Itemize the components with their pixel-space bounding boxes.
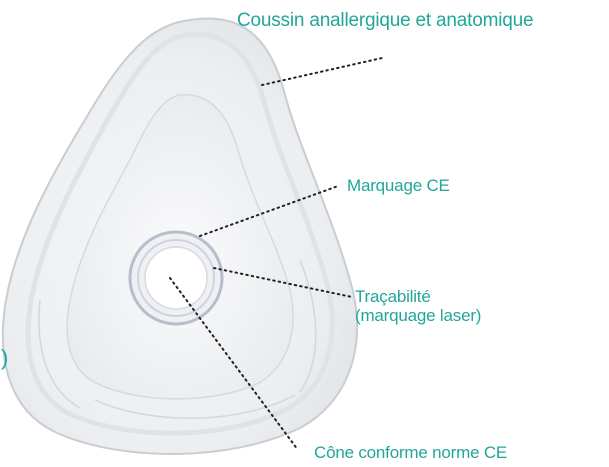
leader-line-cushion (262, 58, 382, 85)
label-cone: Cône conforme norme CE (314, 443, 507, 462)
label-ce-marking: Marquage CE (347, 176, 450, 195)
label-traceability: Traçabilité (marquage laser) (355, 287, 555, 325)
label-traceability-line1: Traçabilité (355, 287, 555, 306)
label-traceability-line2: (marquage laser) (355, 306, 555, 325)
label-cushion: Coussin anallergique et anatomique (237, 11, 533, 30)
connector-hole (145, 247, 207, 309)
partial-label-left: ) (1, 348, 8, 367)
